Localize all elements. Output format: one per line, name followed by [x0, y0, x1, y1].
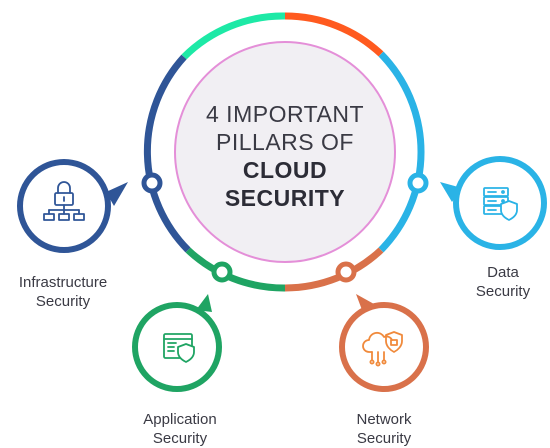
server-shield-icon: [483, 187, 518, 221]
application-label-line-2: Security: [152, 430, 208, 447]
pillar-infrastructure: [17, 159, 128, 253]
node-right: [407, 172, 429, 194]
infrastructure-pointer: [106, 182, 128, 206]
ring-segment-top-orange: [284, 12, 384, 57]
ring-segment-bottom-orange: [284, 247, 384, 292]
application-label-line-1: Application: [143, 411, 217, 428]
ring-segment-left-navy: [143, 54, 191, 253]
network-circle: [339, 302, 429, 392]
pillar-network: [339, 294, 429, 392]
cloud-shield-icon: [362, 331, 403, 367]
title-line-2: PILLARS OF: [216, 129, 354, 155]
ring-segment-top-green: [181, 12, 286, 60]
infrastructure-label-line-1: Infrastructure: [18, 274, 108, 291]
title-line-3: CLOUD: [242, 157, 328, 183]
title-line-4: SECURITY: [224, 185, 346, 211]
node-bottom-left: [211, 261, 233, 283]
pillar-data: [440, 156, 547, 250]
data-label-line-1: Data: [487, 264, 519, 281]
ring-nodes: [141, 172, 429, 283]
browser-shield-icon: [163, 333, 195, 363]
node-bottom-right: [335, 261, 357, 283]
application-circle: [132, 302, 222, 392]
network-label-line-1: Network: [356, 411, 412, 428]
data-label-line-2: Security: [475, 283, 531, 300]
node-left: [141, 172, 163, 194]
ring-segment-right-blue: [378, 51, 425, 253]
data-label: Data Security: [458, 263, 548, 301]
pillar-application: [132, 294, 222, 392]
main-ring: [143, 12, 425, 292]
application-pointer: [196, 294, 212, 312]
data-circle: [453, 156, 547, 250]
title-line-1: 4 IMPORTANT: [206, 101, 364, 127]
infrastructure-label: Infrastructure Security: [0, 273, 126, 311]
application-label: Application Security: [118, 410, 242, 448]
center-circle: [174, 41, 396, 263]
diagram-title: 4 IMPORTANT PILLARS OF CLOUD SECURITY: [188, 100, 382, 212]
ring-segment-bottom-green: [185, 247, 286, 292]
infrastructure-label-line-2: Security: [35, 293, 91, 310]
network-lock-icon: [43, 181, 85, 221]
network-label: Network Security: [322, 410, 446, 448]
network-label-line-2: Security: [356, 430, 412, 447]
